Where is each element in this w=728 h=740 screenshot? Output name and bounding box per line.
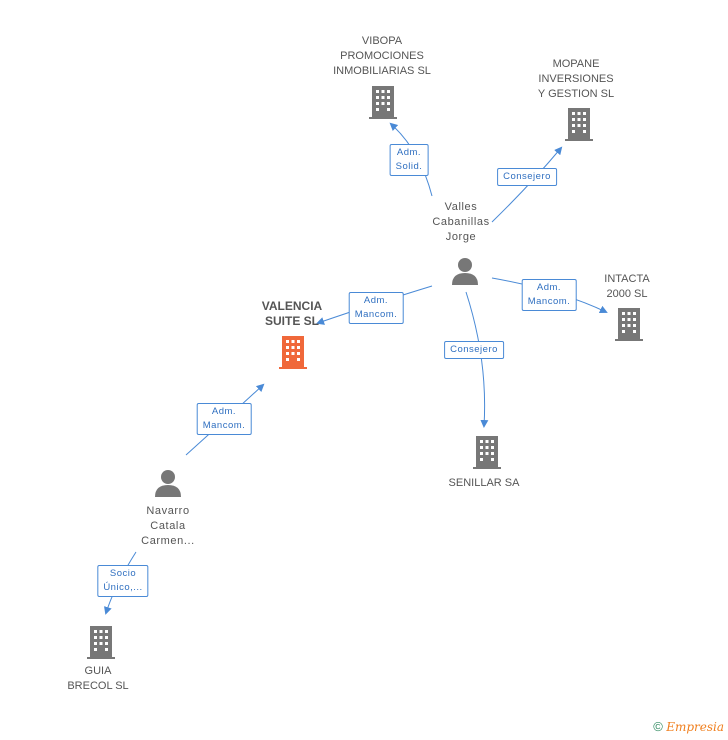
person-label-navarro[interactable]: Navarro Catala Carmen... — [141, 505, 195, 547]
edge-label-adm-mancom-valencia: Adm. Mancom. — [348, 292, 404, 324]
building-icon[interactable] — [614, 306, 644, 342]
edge-label-consejero-mopane: Consejero — [497, 168, 557, 186]
edge-label-adm-mancom-intacta: Adm. Mancom. — [521, 279, 577, 311]
person-icon[interactable] — [153, 468, 183, 498]
building-icon[interactable] — [564, 106, 594, 142]
brand-logo: Empresia — [666, 720, 724, 734]
company-label-senillar[interactable]: SENILLAR SA — [448, 477, 520, 489]
company-label-valencia-suite[interactable]: VALENCIA SUITE SL — [261, 299, 323, 328]
edge-label-adm-mancom-navarro: Adm. Mancom. — [196, 403, 252, 435]
footer-brand[interactable]: © Empresia — [653, 719, 724, 734]
company-label-guia-brecol[interactable]: GUIA BRECOL SL — [67, 665, 129, 692]
building-icon[interactable] — [86, 624, 116, 660]
person-icon[interactable] — [450, 256, 480, 286]
company-label-intacta[interactable]: INTACTA 2000 SL — [604, 273, 650, 300]
edge-label-adm-solid: Adm. Solid. — [389, 144, 429, 176]
company-label-vibopa[interactable]: VIBOPA PROMOCIONES INMOBILIARIAS SL — [333, 35, 431, 77]
copyright-symbol: © — [653, 719, 663, 734]
building-icon[interactable] — [472, 434, 502, 470]
company-label-mopane[interactable]: MOPANE INVERSIONES Y GESTION SL — [537, 58, 615, 100]
edge-label-consejero-senillar: Consejero — [444, 341, 504, 359]
building-icon-main[interactable] — [278, 334, 308, 370]
edge-valles-senillar — [465, 291, 489, 428]
person-label-valles[interactable]: Valles Cabanillas Jorge — [432, 201, 490, 243]
edge-label-socio-unico: Socio Único,... — [97, 565, 149, 597]
building-icon[interactable] — [368, 84, 398, 120]
